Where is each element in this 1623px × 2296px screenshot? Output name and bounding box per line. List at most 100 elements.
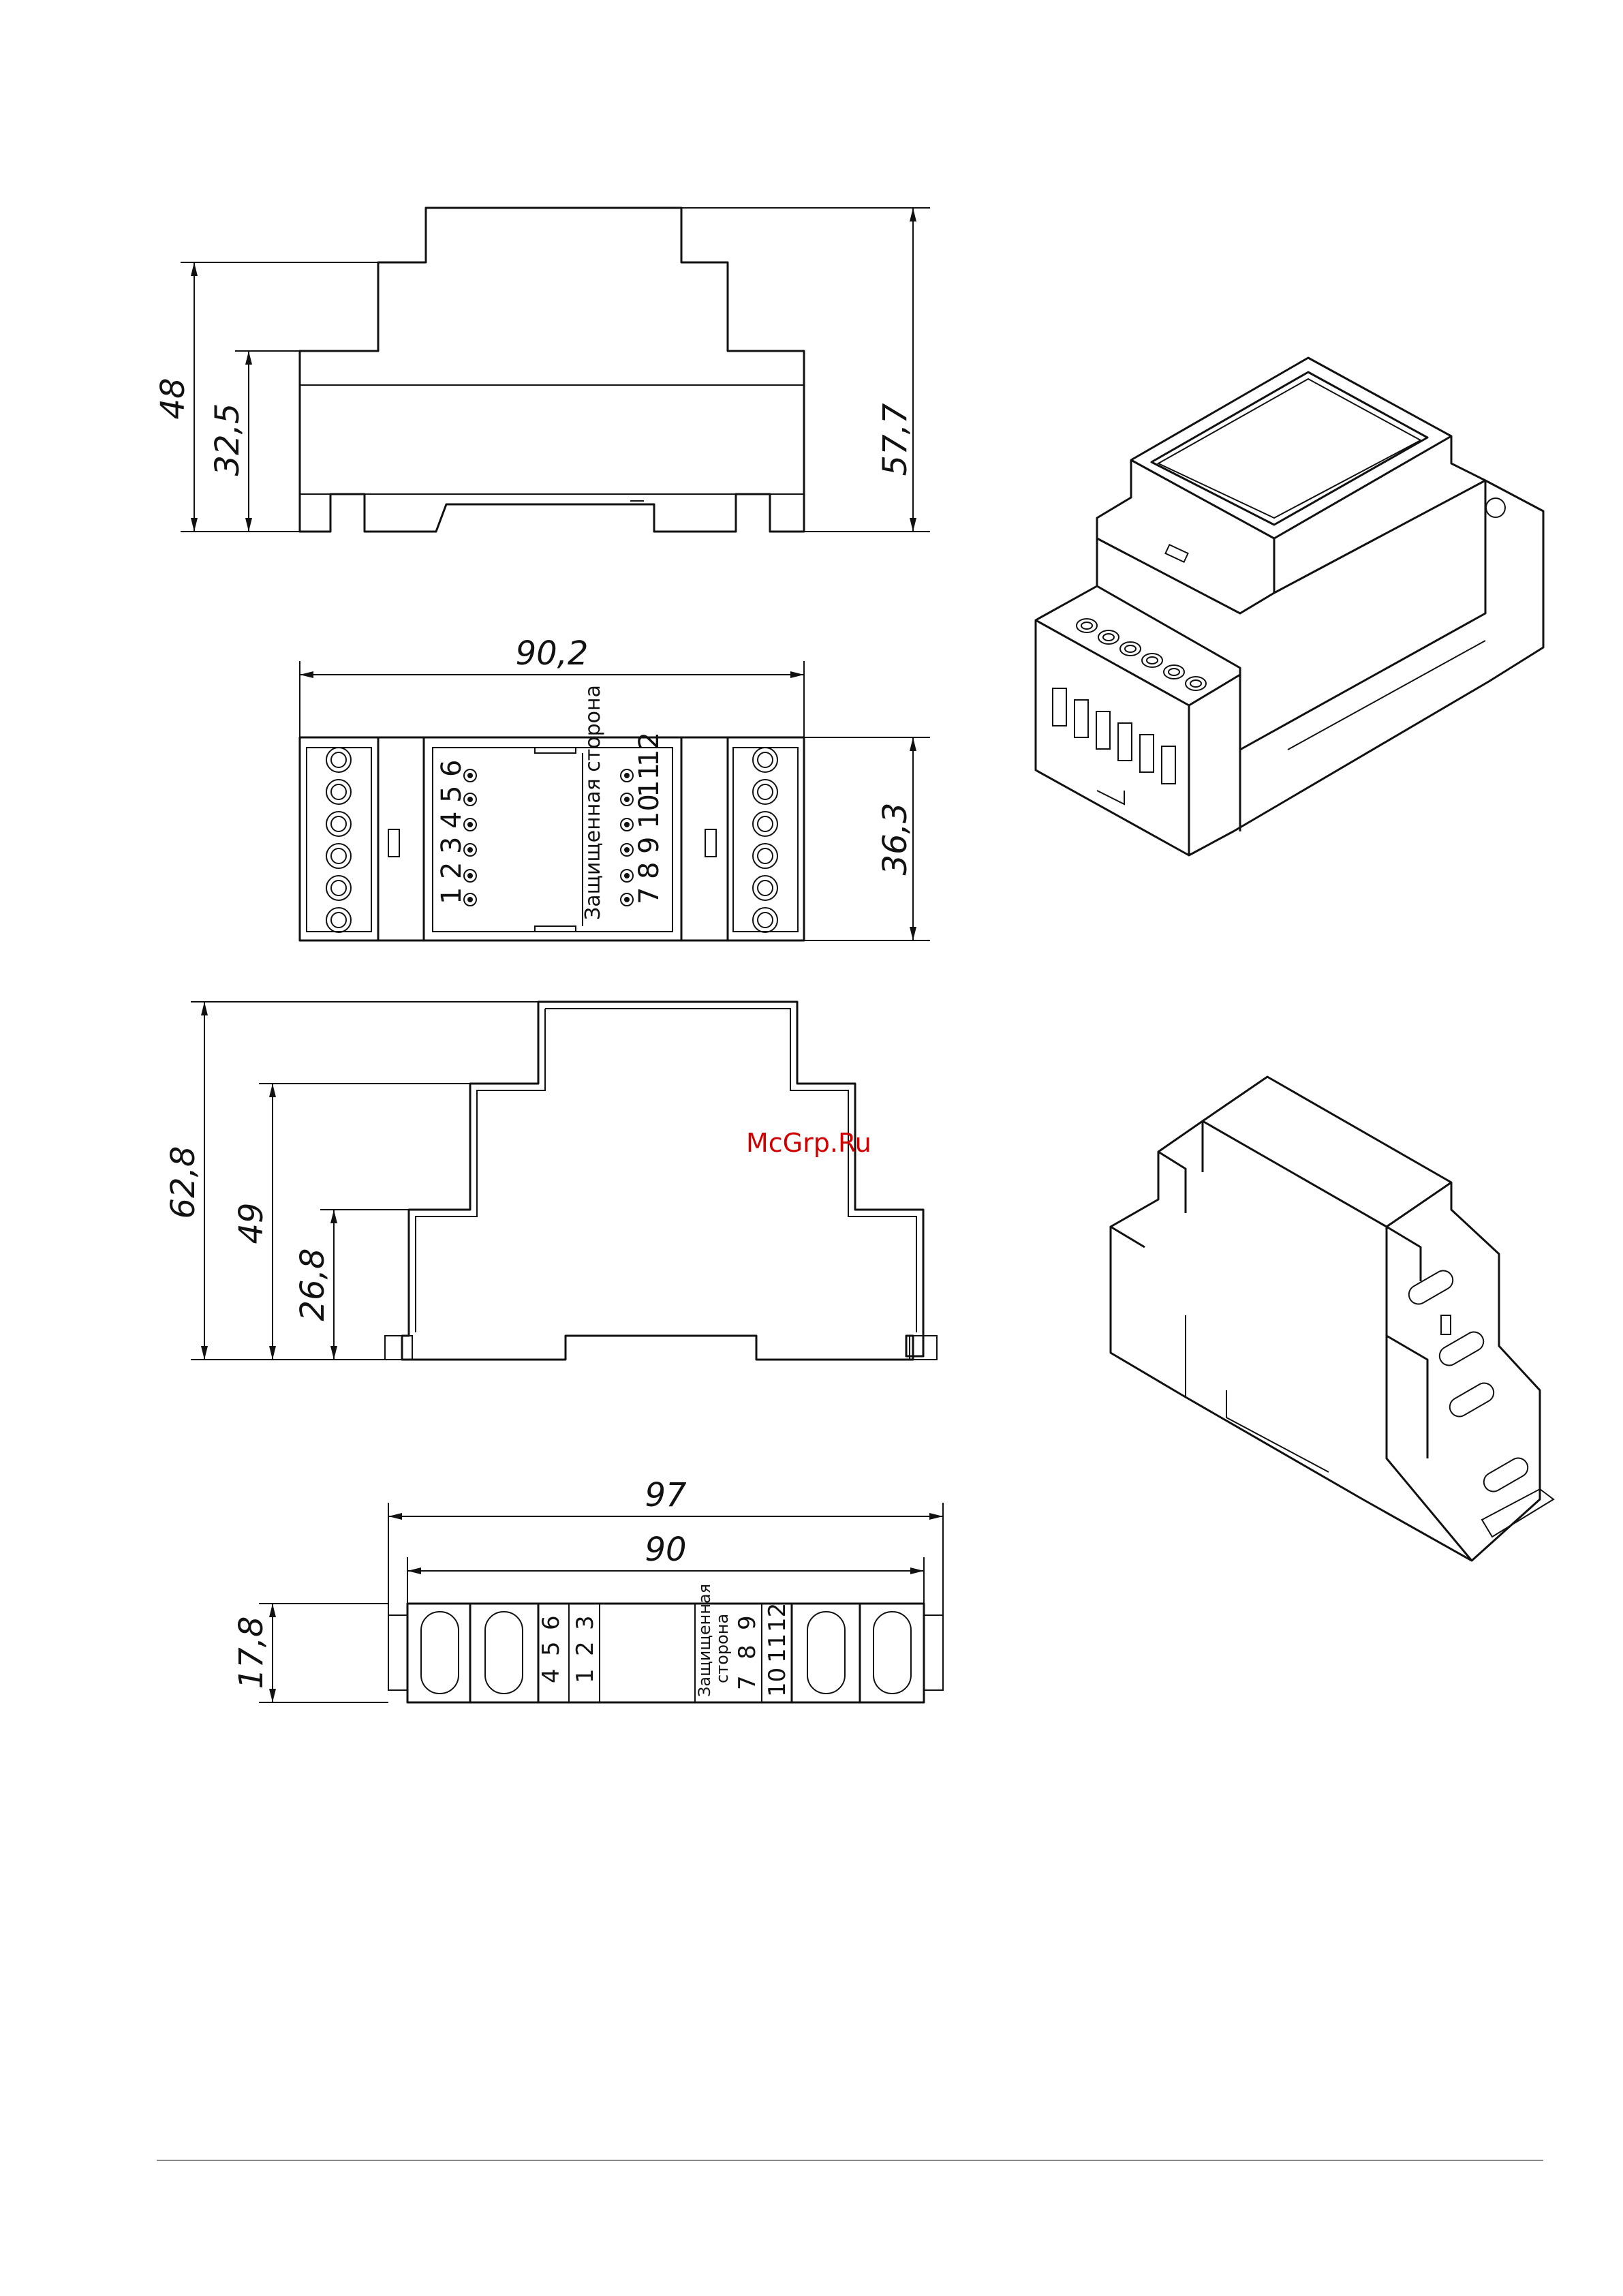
iso-terminal-block: [1140, 735, 1154, 772]
terminal-number-4: 4: [436, 812, 467, 829]
bottom-number-12: 12: [764, 1603, 791, 1632]
terminal-screw-icon: [753, 908, 777, 932]
iso-screw-icon: [1077, 619, 1097, 632]
pin-hole-icon: [624, 797, 630, 802]
terminal-number-3: 3: [436, 837, 467, 854]
terminal-screw-icon: [326, 748, 351, 772]
iso-terminal-block: [1162, 746, 1175, 784]
terminal-screw-icon: [753, 748, 777, 772]
dim-bottom-width: 90: [645, 1531, 686, 1569]
terminal-screw-icon: [331, 752, 346, 767]
front-view: 57,7 48 32,5: [154, 208, 930, 532]
bottom-number-7: 7: [734, 1675, 761, 1690]
terminal-screw-icon: [758, 752, 773, 767]
iso-screw-icon: [1120, 642, 1141, 656]
bottom-number-6: 6: [538, 1615, 565, 1630]
bottom-number-5: 5: [538, 1641, 565, 1656]
pin-hole-icon: [467, 822, 473, 827]
pin-hole-icon: [467, 773, 473, 778]
pin-hole-icon: [467, 797, 473, 802]
dim-top-depth: 36,3: [876, 803, 914, 876]
dim-top-width: 90,2: [516, 634, 589, 673]
dim-side-total-height: 62,8: [164, 1146, 202, 1219]
terminal-number-1: 1: [436, 887, 467, 904]
terminal-screw-icon: [331, 848, 346, 863]
terminal-screw-icon: [753, 844, 777, 868]
isometric-view-rear: [1111, 1077, 1554, 1561]
terminal-screw-icon: [326, 780, 351, 804]
pin-hole-icon: [467, 847, 473, 853]
bottom-number-1: 1: [572, 1668, 599, 1683]
bottom-number-10: 10: [764, 1668, 791, 1697]
terminal-number-5: 5: [436, 786, 467, 803]
terminal-number-10: 10: [634, 794, 665, 829]
terminal-screw-icon: [758, 881, 773, 896]
pin-hole-icon: [467, 897, 473, 902]
terminal-screw-icon: [326, 908, 351, 932]
pin-hole-icon: [624, 822, 630, 827]
terminal-number-6: 6: [436, 760, 467, 777]
terminal-screw-icon: [326, 844, 351, 868]
iso-terminal-block: [1075, 700, 1088, 737]
terminal-screw-icon: [331, 784, 346, 799]
side-view: 62,8 49 26,8: [164, 1002, 937, 1360]
iso-screw-icon: [1103, 634, 1114, 641]
bottom-number-2: 2: [572, 1641, 599, 1656]
dim-side-step-height: 49: [232, 1202, 270, 1244]
terminal-screw-icon: [331, 913, 346, 928]
top-pin-holes: [464, 769, 633, 906]
top-view: 1 2 3 4 5 6 7 8 9 10 11 12 Защищенная ст…: [300, 634, 930, 940]
protected-side-label-bottom-2: сторона: [713, 1614, 732, 1683]
dim-front-total-height: 57,7: [876, 403, 914, 476]
terminal-number-8: 8: [634, 862, 665, 879]
dim-front-step-height: 48: [154, 378, 192, 419]
terminal-screw-icon: [326, 876, 351, 900]
terminal-screw-icon: [331, 881, 346, 896]
iso-screw-icon: [1125, 645, 1136, 652]
terminal-number-12: 12: [634, 732, 665, 767]
dim-bottom-depth: 17,8: [232, 1617, 270, 1689]
protected-side-label-bottom-1: Защищенная: [695, 1584, 714, 1697]
iso-screw-icon: [1142, 654, 1162, 667]
pin-hole-icon: [624, 873, 630, 878]
top-left-terminal-numbers: 1 2 3 4 5 6: [436, 760, 467, 904]
terminal-number-11: 11: [634, 763, 665, 797]
terminal-number-9: 9: [634, 837, 665, 854]
pin-hole-icon: [624, 773, 630, 778]
terminal-number-2: 2: [436, 862, 467, 879]
iso-screw-icon: [1098, 630, 1119, 644]
terminal-screw-icon: [758, 848, 773, 863]
terminal-screw-icon: [326, 812, 351, 836]
dim-front-base-height: 32,5: [208, 403, 247, 476]
bottom-number-4: 4: [538, 1668, 565, 1683]
terminal-number-7: 7: [634, 887, 665, 904]
bottom-number-3: 3: [572, 1615, 599, 1630]
iso-terminal-block: [1118, 723, 1132, 761]
bottom-number-9: 9: [734, 1615, 761, 1630]
protected-side-label-top: Защищенная сторона: [581, 685, 605, 920]
terminal-screw-icon: [753, 876, 777, 900]
iso-screw-icon: [1164, 665, 1184, 679]
bottom-view: 4 5 6 1 2 3 7 8 9 10 11 12 Защищенная ст…: [232, 1476, 943, 1702]
pin-hole-icon: [467, 873, 473, 878]
isometric-view-front: [1036, 358, 1543, 855]
iso-terminal-blocks: [1053, 688, 1175, 784]
pin-hole-icon: [624, 897, 630, 902]
iso-screw-icon: [1147, 657, 1158, 664]
iso-screw-icon: [1190, 680, 1201, 687]
iso-terminal-block: [1053, 688, 1066, 726]
iso-screw-icon: [1186, 677, 1206, 690]
top-terminal-screws: [326, 748, 777, 932]
dim-side-base-height: 26,8: [294, 1249, 332, 1321]
iso-screw-icon: [1081, 622, 1092, 629]
terminal-screw-icon: [753, 780, 777, 804]
terminal-screw-icon: [758, 816, 773, 831]
terminal-screw-icon: [331, 816, 346, 831]
terminal-screw-icon: [753, 812, 777, 836]
dim-bottom-overall-width: 97: [645, 1476, 687, 1514]
bottom-number-8: 8: [734, 1644, 761, 1659]
pin-hole-icon: [624, 847, 630, 853]
top-right-terminal-numbers: 7 8 9 10 11 12: [634, 732, 665, 904]
watermark: McGrp.Ru: [746, 1128, 871, 1158]
